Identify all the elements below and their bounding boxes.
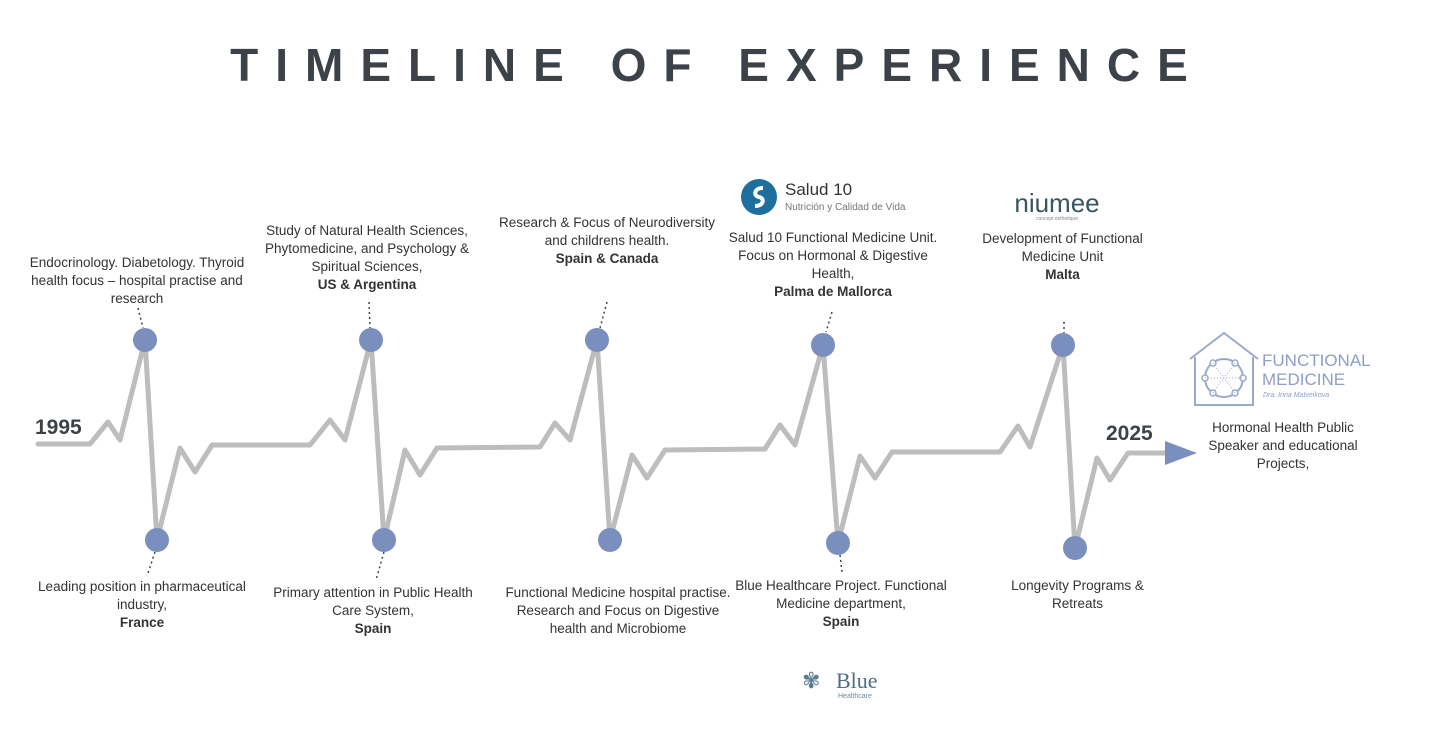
event-final: Hormonal Health Public Speaker and educa… bbox=[1208, 420, 1358, 471]
dot bbox=[145, 528, 169, 552]
event-top-4: Salud 10 Functional Medicine Unit. Focus… bbox=[728, 230, 938, 299]
page-title: TIMELINE OF EXPERIENCE bbox=[230, 39, 1205, 91]
dot bbox=[133, 328, 157, 352]
event-bottom-3: Functional Medicine hospital practise. R… bbox=[505, 585, 731, 636]
start-year: 1995 bbox=[35, 416, 82, 439]
event-top-1: Endocrinology. Diabetology. Thyroid heal… bbox=[29, 255, 245, 306]
arrow-head-icon bbox=[1165, 441, 1197, 465]
dot bbox=[598, 528, 622, 552]
coral-icon: ✾ bbox=[802, 668, 821, 693]
dot bbox=[359, 328, 383, 352]
event-dots bbox=[133, 328, 1087, 560]
connector-lines bbox=[137, 301, 1065, 581]
event-bottom-4: Blue Healthcare Project. Functional Medi… bbox=[735, 578, 947, 629]
dot bbox=[826, 531, 850, 555]
end-year: 2025 bbox=[1106, 422, 1153, 445]
heartbeat-line bbox=[35, 337, 1173, 551]
salud10-logo-icon bbox=[741, 179, 777, 215]
house-network-icon bbox=[1189, 331, 1259, 406]
event-top-2: Study of Natural Health Sciences, Phytom… bbox=[264, 223, 470, 292]
niumee-logo: niumee concept esthetique bbox=[1014, 188, 1100, 222]
event-top-3: Research & Focus of Neurodiversity and c… bbox=[498, 215, 716, 266]
dot bbox=[372, 528, 396, 552]
event-bottom-2: Primary attention in Public Health Care … bbox=[273, 585, 473, 636]
dot bbox=[811, 333, 835, 357]
event-bottom-1: Leading position in pharmaceutical indus… bbox=[38, 579, 246, 630]
dot bbox=[585, 328, 609, 352]
event-bottom-5: Longevity Programs & Retreats bbox=[1011, 578, 1144, 611]
dot bbox=[1063, 536, 1087, 560]
dot bbox=[1051, 333, 1075, 357]
